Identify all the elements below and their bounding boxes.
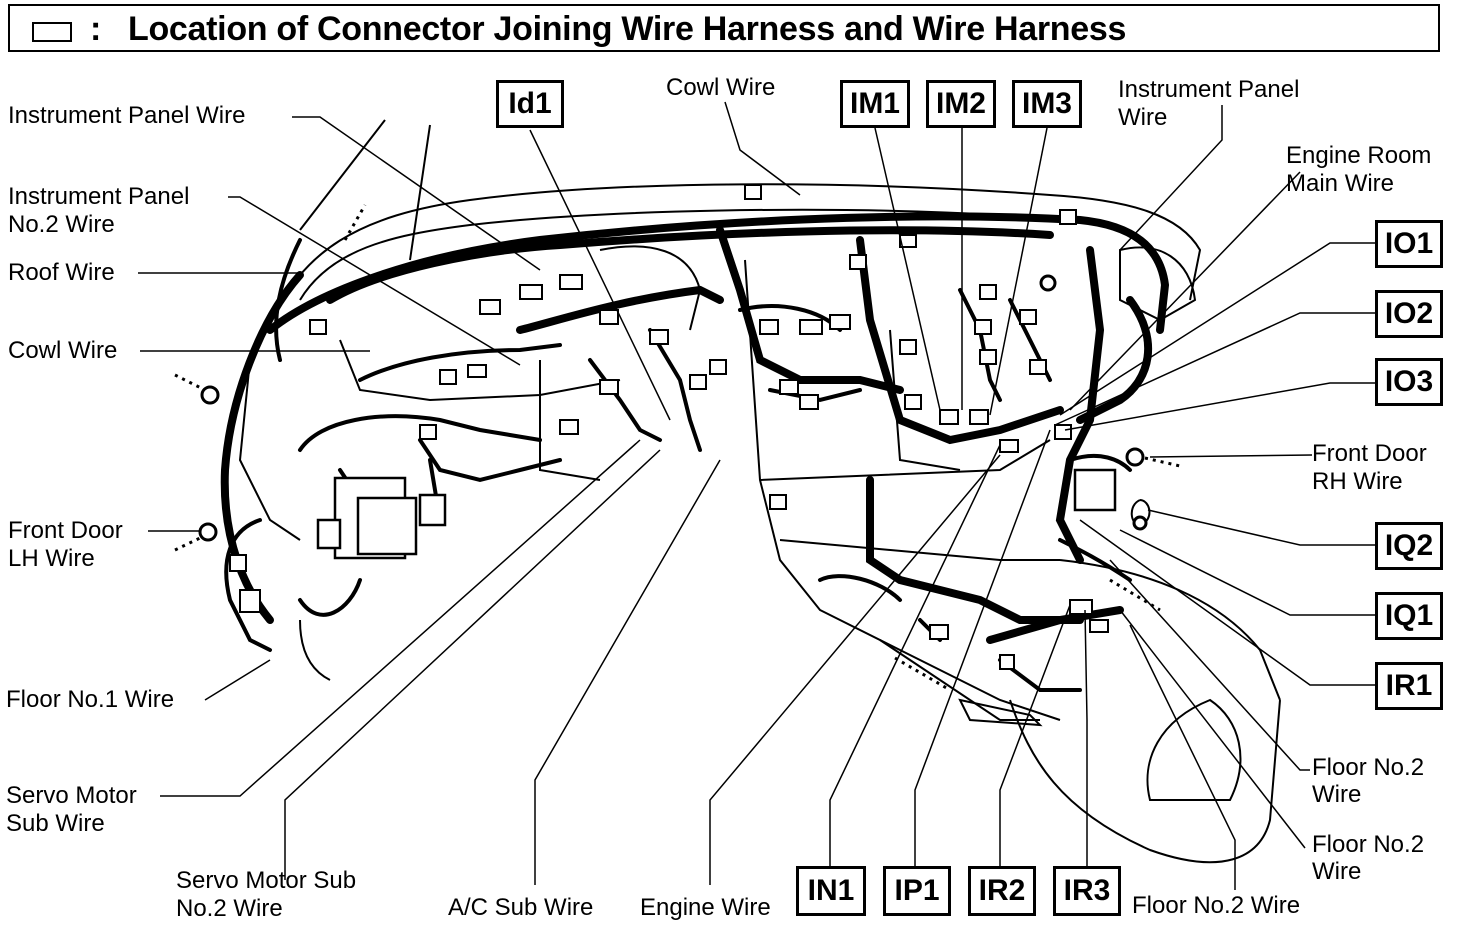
connector-code-io2: IO2 <box>1375 290 1443 338</box>
label-floor-no2-b-line2: Wire <box>1312 858 1362 885</box>
connector-code-in1: IN1 <box>796 866 866 916</box>
label-floor-no2-b-line1: Floor No.2 <box>1312 831 1425 858</box>
label-servo-motor-sub2-line1: Servo Motor Sub <box>176 867 357 894</box>
label-instrument-panel-right-line2: Wire <box>1118 104 1168 131</box>
connector-code-io3: IO3 <box>1375 358 1443 406</box>
grommets <box>198 274 1148 542</box>
label-floor-no2-a-line2: Wire <box>1312 781 1362 808</box>
label-floor-no2-a-line1: Floor No.2 <box>1312 754 1425 781</box>
junction-blocks <box>316 468 1117 560</box>
connector-code-id1: Id1 <box>496 80 564 128</box>
connector-legend-icon <box>32 22 72 42</box>
label-engine-room-main-line1: Engine Room <box>1286 142 1432 169</box>
label-roof-wire: Roof Wire <box>8 259 115 286</box>
label-front-door-lh-line1: Front Door <box>8 517 123 544</box>
label-cowl-wire-top: Cowl Wire <box>666 74 776 101</box>
connector-code-im1: IM1 <box>840 80 910 128</box>
branch-wires <box>224 238 1132 692</box>
dashboard-outline <box>238 119 1281 864</box>
connector-code-ir1: IR1 <box>1375 662 1443 710</box>
label-engine-wire: Engine Wire <box>640 894 771 921</box>
connector-code-io1: IO1 <box>1375 220 1443 268</box>
main-harness <box>220 212 1170 644</box>
label-front-door-rh-line1: Front Door <box>1312 440 1427 467</box>
title-colon: : <box>90 10 102 48</box>
connector-code-ip1: IP1 <box>883 866 951 916</box>
label-instrument-panel-right-line1: Instrument Panel <box>1118 76 1300 103</box>
label-instrument-panel-no2-line2: No.2 Wire <box>8 211 115 238</box>
label-instrument-panel-no2-line1: Instrument Panel <box>8 183 190 210</box>
label-front-door-lh-line2: LH Wire <box>8 545 95 572</box>
label-front-door-rh-line2: RH Wire <box>1312 468 1403 495</box>
label-cowl-wire-left: Cowl Wire <box>8 337 118 364</box>
connector-code-iq1: IQ1 <box>1375 592 1443 640</box>
connector-code-ir2: IR2 <box>968 866 1036 916</box>
label-instrument-panel-wire-left: Instrument Panel Wire <box>8 102 246 129</box>
leader-lines <box>138 101 1375 890</box>
label-floor-no1-wire: Floor No.1 Wire <box>6 686 175 713</box>
label-engine-room-main-line2: Main Wire <box>1286 170 1395 197</box>
connector-code-im3: IM3 <box>1012 80 1082 128</box>
small-connectors <box>229 184 1109 670</box>
label-servo-motor-sub-line2: Sub Wire <box>6 810 105 837</box>
page-title: Location of Connector Joining Wire Harne… <box>128 10 1127 48</box>
label-ac-sub-wire: A/C Sub Wire <box>448 894 594 921</box>
label-floor-no2-bottom: Floor No.2 Wire <box>1132 892 1301 919</box>
label-servo-motor-sub-line1: Servo Motor <box>6 782 137 809</box>
connector-code-ir3: IR3 <box>1053 866 1121 916</box>
label-servo-motor-sub2-line2: No.2 Wire <box>176 895 283 922</box>
title-bar: : Location of Connector Joining Wire Har… <box>8 4 1440 52</box>
connector-code-im2: IM2 <box>926 80 996 128</box>
connector-code-iq2: IQ2 <box>1375 522 1443 570</box>
